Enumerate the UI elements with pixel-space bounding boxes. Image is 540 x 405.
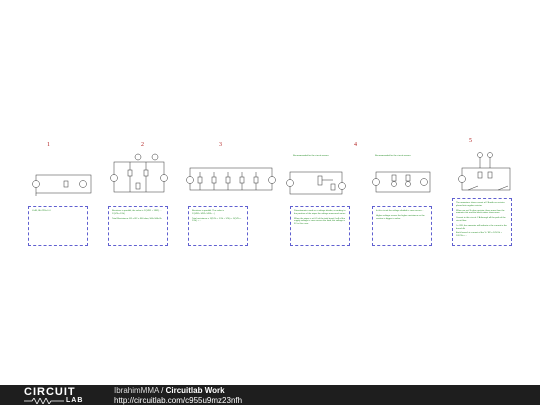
panel-1-number: 1	[47, 142, 50, 148]
author-link[interactable]: IbrahimMMA	[114, 386, 159, 395]
panel-4-number: 4	[354, 142, 357, 148]
panel-6-number: 5	[469, 138, 472, 144]
circuit-4b	[372, 171, 431, 193]
annotation-box-3: Resistors in parallel. The value is 1/(1…	[188, 206, 248, 246]
annotation-box-6: The ammeters show current of 2 A with no…	[452, 198, 512, 246]
annotation-text: V=IR, IR=7/5V=1.4	[32, 210, 51, 212]
annotation-box-2: Resistors in parallel, the value is 1/(1…	[108, 206, 168, 246]
annotation-text: The ammeters show current of 2 A with no…	[456, 202, 505, 207]
annotation-text: Current in this circuit: 2 A through all…	[456, 217, 506, 222]
circuitlab-logo-top[interactable]: CIRCUIT	[24, 386, 76, 398]
annotation-text: Resistors in parallel. The value is 1/(1…	[192, 210, 225, 215]
panel-5-caption: Recommended for the circuit answer	[375, 155, 411, 157]
circuit-5	[458, 152, 511, 191]
annotation-text: Potentiometer used as a voltage divider,…	[294, 210, 346, 215]
footer-bar	[0, 385, 540, 405]
resistor-logo-icon	[24, 398, 64, 404]
schematic-canvas[interactable]: 1 2 3 4 5 Recommended for the circuit an…	[0, 0, 540, 385]
circuit-4	[286, 171, 346, 195]
annotation-box-1: V=IR, IR=7/5V=1.4	[28, 206, 88, 246]
annotation-text: When we put 1k ohm resistor, there more …	[456, 209, 505, 215]
circuit-title: Circuitlab Work	[165, 386, 225, 395]
circuit-2	[110, 153, 168, 193]
circuit-1	[32, 174, 92, 196]
circuit-url-link[interactable]: http://circuitlab.com/c955u9mz23nfh	[114, 396, 243, 405]
annotation-text: I = V/R, the ammeter will indicate a the…	[456, 224, 507, 230]
circuit-3	[186, 167, 276, 191]
panel-3-number: 3	[219, 142, 222, 148]
annotation-text: When the wiper is at 0.5 of the total tr…	[294, 217, 346, 226]
footer-title-line: IbrahimMMA / Circuitlab Work	[114, 386, 225, 395]
annotation-box-4: Potentiometer used as a voltage divider,…	[290, 206, 350, 246]
annotation-text: In this circuit the voltage divided is s…	[376, 210, 424, 212]
schematic-drawing	[32, 152, 511, 196]
annotation-text: Total resistance = 1/(1/1k + 1/1k + 1/1k…	[192, 217, 242, 223]
annotation-text: Total Resistance: R1 = R2 = 500 ohm, 500…	[112, 217, 162, 220]
title-separator: /	[158, 386, 166, 395]
panel-2-number: 2	[141, 142, 144, 148]
annotation-text: Each branch is current of the V / R2 = 1…	[456, 232, 502, 238]
annotation-box-5: In this circuit the voltage divided is s…	[372, 206, 432, 246]
annotation-text: Higher voltage across the higher resista…	[376, 214, 425, 220]
circuitlab-logo-bottom[interactable]: LAB	[66, 397, 84, 404]
panel-4-caption: Recommended for the circuit answer	[293, 155, 329, 157]
annotation-text: Resistors in parallel, the value is 1/(1…	[112, 210, 162, 215]
